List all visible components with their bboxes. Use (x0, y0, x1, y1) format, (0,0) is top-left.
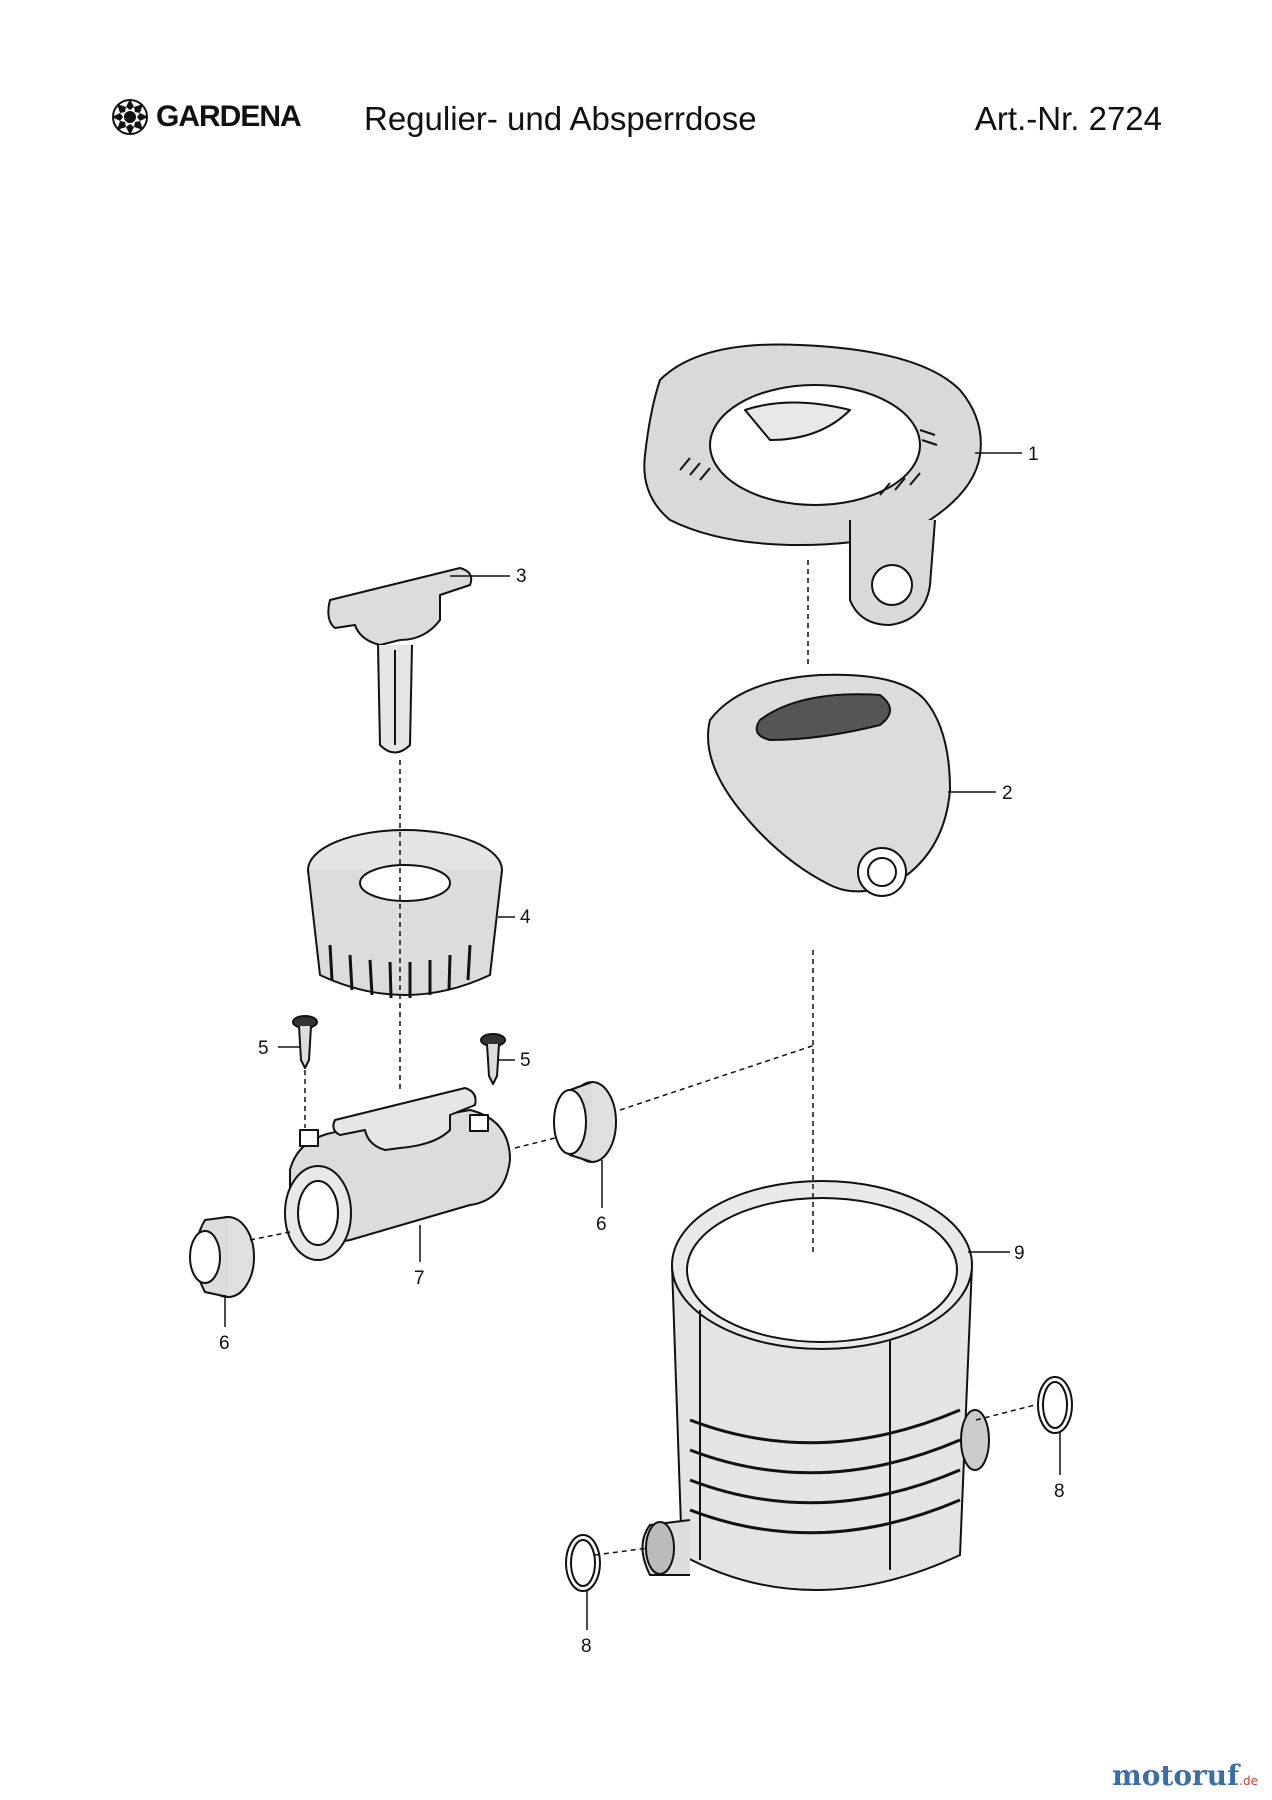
watermark-name: motoruf (1112, 1759, 1240, 1792)
callout-3: 3 (516, 566, 527, 587)
assembly-guides (249, 560, 1036, 1556)
callout-6-left: 6 (219, 1333, 230, 1354)
article-number: Art.-Nr. 2724 (974, 100, 1162, 137)
watermark-tld: .de (1239, 1774, 1258, 1788)
part-5-screw-left (292, 1015, 318, 1069)
leader-lines (224, 452, 1061, 1630)
brand: GARDENA (110, 97, 302, 137)
part-9-housing (641, 1180, 990, 1591)
callout-5-left: 5 (258, 1038, 269, 1059)
part-6-adapter-right (553, 1081, 617, 1163)
brand-name: GARDENA (156, 100, 302, 133)
callout-8-right: 8 (1054, 1481, 1065, 1502)
page-header: GARDENA Regulier- und Absperrdose Art.-N… (0, 0, 1272, 170)
callout-4: 4 (520, 907, 531, 928)
callout-2: 2 (1002, 783, 1013, 804)
part-4-strainer-basket (307, 829, 503, 999)
callout-1: 1 (1028, 444, 1039, 465)
gardena-logo-icon (112, 99, 148, 135)
callout-8-left: 8 (581, 1636, 592, 1657)
callout-9: 9 (1014, 1243, 1025, 1264)
part-7-valve-body (284, 1087, 511, 1261)
part-2-cover-body (707, 673, 951, 897)
callout-7: 7 (414, 1268, 425, 1289)
part-1-cover-frame (643, 343, 982, 626)
part-8-o-ring-right (1037, 1376, 1073, 1434)
part-3-handle-key (327, 567, 473, 754)
callout-6-right: 6 (596, 1214, 607, 1235)
part-8-o-ring-left (565, 1534, 601, 1592)
part-6-adapter-left (189, 1216, 255, 1298)
watermark: motoruf.de (1112, 1759, 1258, 1792)
callout-numbers: 1 2 3 4 5 5 6 6 7 8 8 9 (219, 444, 1065, 1657)
callout-5-right: 5 (520, 1050, 531, 1071)
document-title: Regulier- und Absperrdose (364, 100, 757, 137)
part-5-screw-right (480, 1033, 506, 1085)
